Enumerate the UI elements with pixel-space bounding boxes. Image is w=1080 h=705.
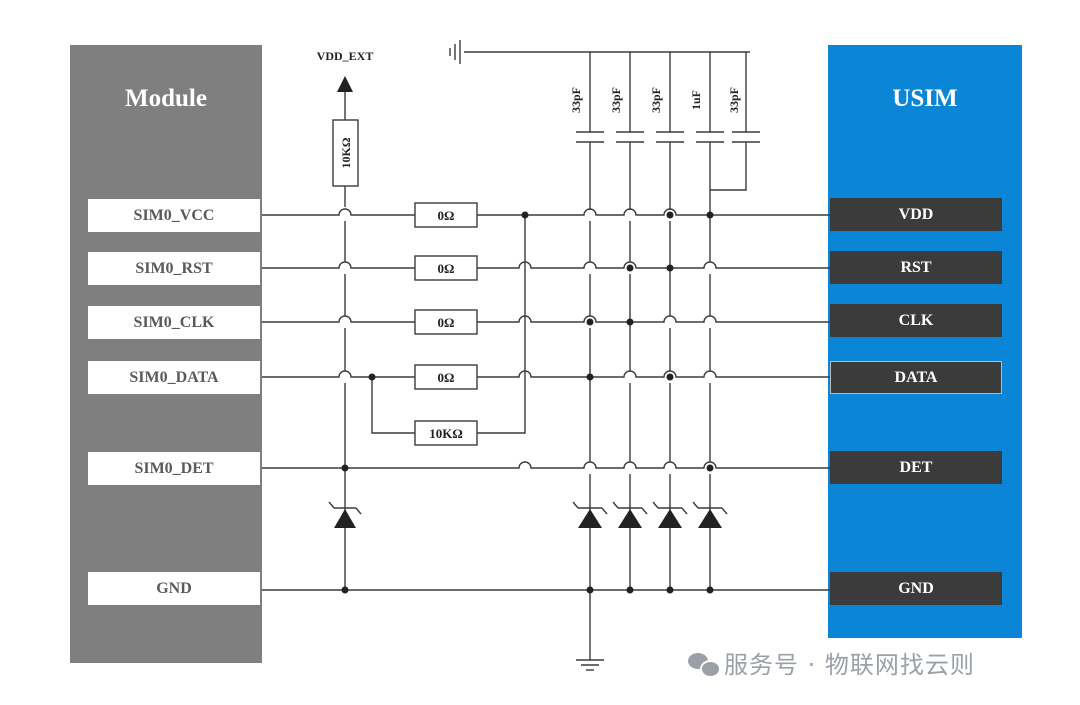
module-pin-sim0-data: SIM0_DATA	[88, 361, 260, 394]
series-resistor-vcc	[414, 202, 478, 228]
module-block: Module	[70, 45, 262, 663]
series-resistor-label-vcc: 0Ω	[438, 208, 455, 223]
clk-line	[262, 315, 830, 323]
cap-label-3: 33pF	[649, 87, 663, 113]
module-pin-sim0-det: SIM0_DET	[88, 452, 260, 485]
rst-line	[262, 261, 830, 269]
series-resistor-data	[414, 364, 478, 390]
usim-pin-clk: CLK	[830, 304, 1002, 337]
usim-title: USIM	[892, 85, 958, 112]
wechat-icon	[688, 651, 721, 678]
series-resistor-label-clk: 0Ω	[438, 315, 455, 330]
cap-label-2: 33pF	[609, 87, 623, 113]
tvs-diode-1	[578, 509, 602, 528]
vdd-ext-label: VDD_EXT	[317, 49, 374, 63]
module-pin-sim0-vcc: SIM0_VCC	[88, 199, 260, 232]
tvs-diode-3	[658, 509, 682, 528]
series-resistor-label-data: 0Ω	[438, 370, 455, 385]
usim-pin-det: DET	[830, 451, 1002, 484]
vdd-ext-arrow	[337, 76, 353, 92]
usim-block: USIM	[828, 45, 1022, 638]
series-resistor-rst	[414, 255, 478, 281]
data-pullup-resistor	[414, 420, 478, 446]
cap-label-1: 33pF	[569, 87, 583, 113]
watermark-text: 服务号 · 物联网找云则	[724, 651, 975, 679]
tvs-diode-det	[334, 509, 356, 528]
pullup-resistor-body	[332, 119, 359, 187]
data-pullup-label: 10KΩ	[429, 426, 463, 441]
usim-pin-gnd: GND	[830, 572, 1002, 605]
vcc-line	[262, 208, 830, 216]
module-title: Module	[125, 85, 207, 112]
usim-pin-rst: RST	[830, 251, 1002, 284]
module-pin-gnd: GND	[88, 572, 260, 605]
series-resistor-label-rst: 0Ω	[438, 261, 455, 276]
tvs-diode-4	[698, 509, 722, 528]
module-pin-sim0-rst: SIM0_RST	[88, 252, 260, 285]
module-pin-sim0-clk: SIM0_CLK	[88, 306, 260, 339]
cap-label-4: 1uF	[689, 90, 703, 110]
tvs-diode-2	[618, 509, 642, 528]
pullup-resistor-label: 10KΩ	[339, 137, 353, 168]
series-resistor-clk	[414, 309, 478, 335]
watermark: 服务号 · 物联网找云则	[688, 645, 975, 680]
usim-pin-data: DATA	[830, 361, 1002, 394]
cap-label-5: 33pF	[727, 87, 741, 113]
data-pullup-wire	[371, 215, 526, 434]
data-line	[262, 370, 830, 378]
usim-pin-vdd: VDD	[830, 198, 1002, 231]
